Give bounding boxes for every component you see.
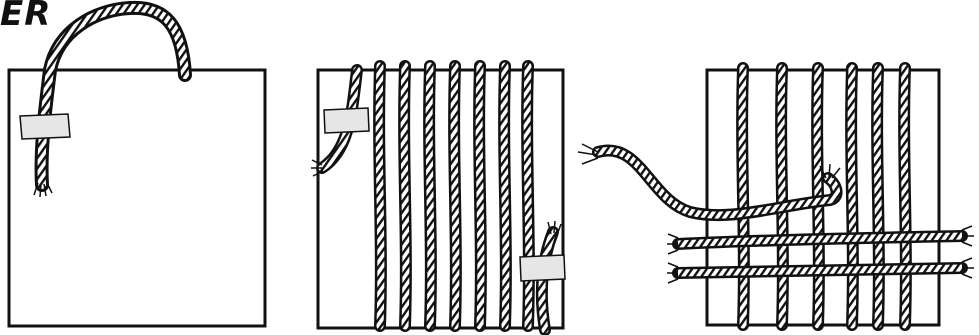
warp-strand	[373, 60, 387, 332]
panel-step-2	[311, 60, 566, 335]
loose-weft-strand	[592, 144, 843, 222]
warp-strand	[736, 62, 750, 331]
weft-strand-lower	[672, 262, 968, 279]
panel-step-1	[7, 0, 267, 328]
loose-strand-fringe	[577, 143, 841, 179]
panel-step-3	[577, 62, 974, 331]
tape-2a	[323, 107, 370, 134]
warp-strand	[498, 60, 512, 332]
warp-strand	[423, 60, 437, 332]
warp-strand	[521, 60, 535, 332]
warp-strand	[448, 60, 462, 332]
warp-strands-2	[373, 60, 535, 332]
warp-strand	[775, 62, 789, 331]
weft-fringes	[667, 225, 974, 284]
warp-strand	[845, 62, 859, 331]
weft-strand-upper	[672, 230, 968, 250]
warp-strand	[398, 60, 412, 332]
heading-fragment: ER	[0, 0, 52, 34]
frayed-end-1	[33, 182, 53, 198]
warp-strand	[898, 62, 912, 331]
tape-1	[19, 113, 71, 140]
warp-strand	[871, 62, 885, 331]
warp-strand	[473, 60, 487, 332]
tape-2b	[519, 254, 566, 282]
